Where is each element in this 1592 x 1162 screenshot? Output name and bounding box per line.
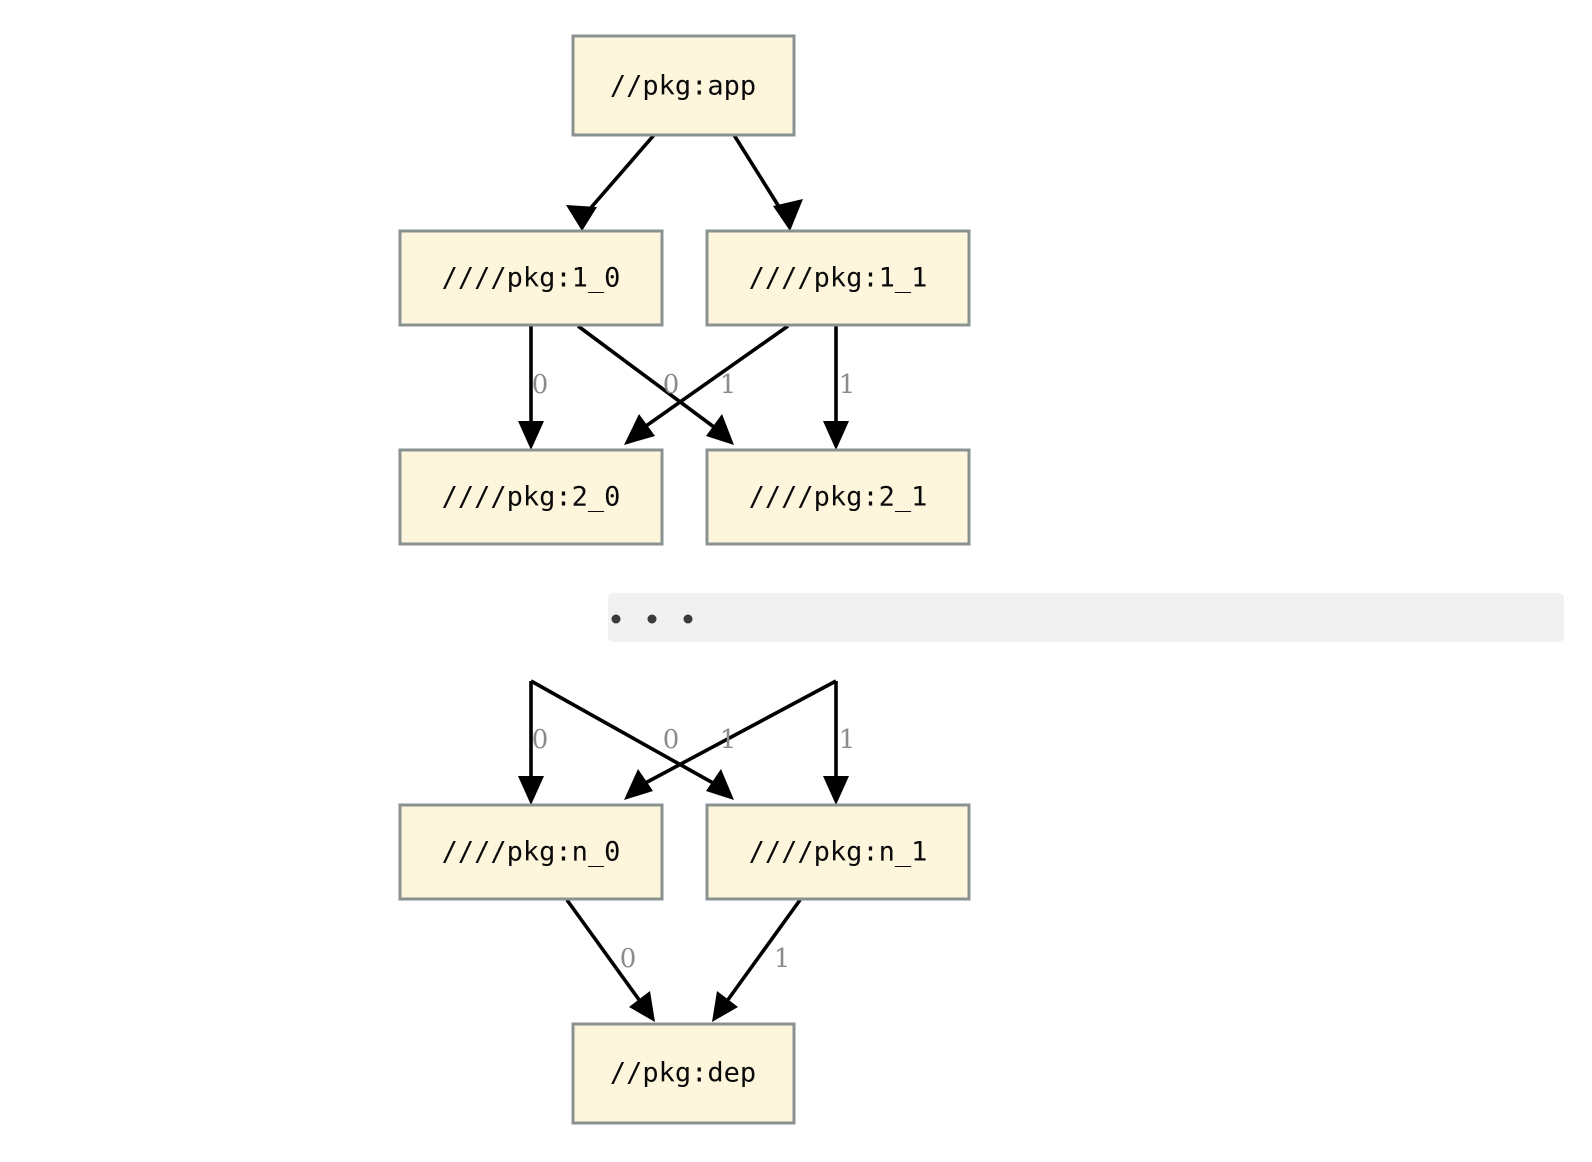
node-box[interactable] <box>571 34 796 137</box>
arrow-head-icon <box>629 991 655 1022</box>
edge-layer: 0 0 1 1 0 0 1 <box>518 133 855 1022</box>
ellipsis-dot-icon <box>647 614 657 624</box>
ellipsis-dot-icon <box>683 614 693 624</box>
node-label: ////pkg:1_0 <box>442 263 621 294</box>
edge-label: 0 <box>663 370 680 400</box>
node-box[interactable] <box>571 1022 796 1125</box>
node-box[interactable] <box>398 448 664 546</box>
arrow-head-icon <box>624 414 655 445</box>
arrow-head-icon <box>706 414 734 445</box>
edge-line <box>580 133 656 220</box>
arrow-head-icon <box>518 776 544 805</box>
edge-cut-to-n_1-alt: 1 <box>823 681 855 805</box>
node-label: ////pkg:n_1 <box>749 837 928 868</box>
edge-label: 1 <box>720 725 737 755</box>
edge-1_0-to-2_1: 0 <box>576 324 734 445</box>
arrow-head-icon <box>706 769 734 800</box>
node-label: ////pkg:2_0 <box>442 482 621 513</box>
arrow-head-icon <box>624 769 653 800</box>
edge-n_1-to-dep: 1 <box>712 898 802 1022</box>
ellipsis-band <box>608 593 1564 642</box>
edge-line <box>634 324 790 435</box>
node-pkg-n_0[interactable]: ////pkg:n_0 <box>398 803 664 901</box>
node-app[interactable]: //pkg:app <box>571 34 796 137</box>
node-box[interactable] <box>705 229 971 327</box>
arrow-head-icon <box>566 205 597 231</box>
node-pkg-n_1[interactable]: ////pkg:n_1 <box>705 803 971 901</box>
edge-line <box>576 324 724 435</box>
ellipsis-dot-icon <box>611 614 621 624</box>
edge-1_1-to-2_1: 1 <box>823 326 855 450</box>
arrow-head-icon <box>773 199 803 231</box>
node-layer: //pkg:app ////pkg:1_0 ////pkg:1_1 ////pk… <box>398 34 971 1125</box>
arrow-head-icon <box>823 776 849 805</box>
edge-label: 1 <box>839 370 856 400</box>
node-label: //pkg:app <box>610 71 756 102</box>
edge-line <box>732 134 788 219</box>
arrow-head-icon <box>823 421 849 450</box>
edge-cut-to-n_0-alt: 1 <box>624 679 837 800</box>
edge-label: 1 <box>839 725 856 755</box>
edge-label: 0 <box>620 944 637 974</box>
node-box[interactable] <box>705 448 971 546</box>
edge-cut-to-n_1: 0 <box>530 679 734 800</box>
edge-label: 0 <box>663 725 680 755</box>
node-pkg-1_0[interactable]: ////pkg:1_0 <box>398 229 664 327</box>
edge-line <box>530 679 723 790</box>
edge-line <box>720 898 802 1010</box>
edge-1_0-to-2_0: 0 <box>518 326 548 450</box>
truncation-indicator <box>608 593 1564 642</box>
node-pkg-2_0[interactable]: ////pkg:2_0 <box>398 448 664 546</box>
node-label: ////pkg:n_0 <box>442 837 621 868</box>
edge-line <box>565 898 647 1010</box>
edge-label: 0 <box>532 370 549 400</box>
edge-n_0-to-dep: 0 <box>565 898 655 1022</box>
arrow-head-icon <box>518 421 544 450</box>
edge-app-to-1_1 <box>732 134 803 231</box>
node-box[interactable] <box>398 803 664 901</box>
node-box[interactable] <box>398 229 664 327</box>
node-box[interactable] <box>705 803 971 901</box>
arrow-head-icon <box>712 991 738 1022</box>
edge-label: 0 <box>532 725 549 755</box>
edge-label: 1 <box>720 370 737 400</box>
node-label: //pkg:dep <box>610 1058 756 1089</box>
node-pkg-2_1[interactable]: ////pkg:2_1 <box>705 448 971 546</box>
node-dep[interactable]: //pkg:dep <box>571 1022 796 1125</box>
node-label: ////pkg:1_1 <box>749 263 928 294</box>
edge-app-to-1_0 <box>566 133 656 231</box>
node-label: ////pkg:2_1 <box>749 482 928 513</box>
edge-1_1-to-2_0: 1 <box>624 324 790 445</box>
edge-line <box>635 679 837 790</box>
edge-label: 1 <box>774 944 791 974</box>
node-pkg-1_1[interactable]: ////pkg:1_1 <box>705 229 971 327</box>
edge-cut-to-n_0: 0 <box>518 681 548 805</box>
